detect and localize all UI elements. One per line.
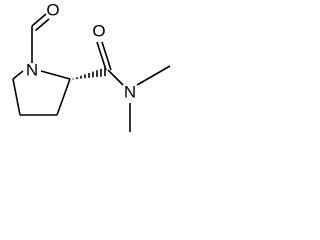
atom-label-ring-nitrogen: N	[26, 61, 38, 80]
atom-label-formyl-oxygen: O	[46, 1, 59, 20]
bond-amide-c-o	[96, 41, 107, 71]
bond-n-methyl-upper	[136, 65, 171, 86]
atom-label-amide-nitrogen: N	[124, 83, 136, 102]
bond-formyl-c-o	[31, 13, 47, 27]
bond-c4-c5	[12, 78, 21, 116]
bond-n1-c2	[40, 70, 71, 80]
bond-amide-c-n	[107, 69, 124, 86]
atom-label-amide-oxygen: O	[92, 22, 105, 41]
bond-formyl-c-o-double	[34, 18, 50, 32]
bond-c2-c3	[56, 78, 71, 116]
molecule-structure: N O O N	[12, 1, 171, 132]
bond-c5-n1	[12, 70, 24, 80]
stereo-hashed-wedge-bond	[72, 67, 106, 80]
bond-amide-c-o-double	[101, 41, 112, 71]
